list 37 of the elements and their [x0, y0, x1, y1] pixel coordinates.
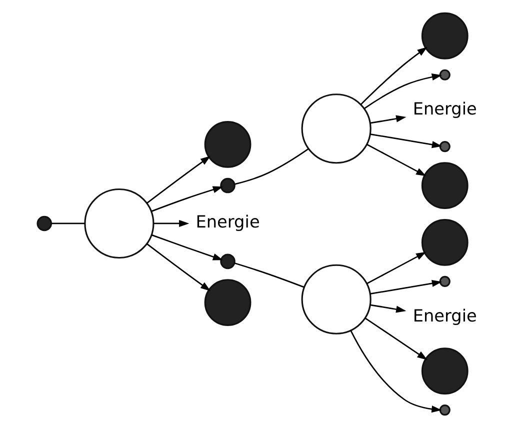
node-text: Energie: [412, 304, 477, 325]
node-circle: [301, 264, 372, 334]
node-circle: [421, 162, 468, 208]
arrow: [370, 279, 442, 294]
node-circle: [421, 347, 468, 394]
arrow: [364, 73, 442, 109]
node-circle: [421, 218, 468, 266]
arrow: [366, 251, 426, 284]
node-circle: [421, 12, 468, 59]
arrow: [360, 46, 428, 105]
connector: [52, 222, 85, 224]
node-circle: [439, 68, 450, 80]
node-circle: [84, 188, 154, 258]
node-circle: [301, 93, 372, 164]
node-circle: [220, 253, 236, 269]
node-text: Energie: [412, 98, 477, 118]
arrow: [146, 242, 211, 291]
arrow: [370, 132, 442, 148]
node-circle: [439, 404, 450, 416]
arrow: [146, 155, 211, 204]
node-circle: [439, 140, 450, 152]
arrow: [151, 234, 224, 260]
node-text: Energie: [196, 210, 260, 231]
connector: [234, 148, 309, 184]
arrow: [366, 143, 426, 176]
node-circle: [204, 278, 252, 326]
arrow: [370, 114, 406, 124]
node-circle: [439, 275, 450, 286]
arrow: [364, 316, 428, 360]
arrow: [350, 330, 442, 412]
arrow: [151, 186, 224, 212]
node-circle: [220, 177, 236, 193]
node-circle: [204, 120, 252, 168]
node-circle: [36, 215, 52, 231]
arrow: [154, 219, 190, 227]
connector: [234, 262, 304, 288]
arrow: [370, 304, 406, 312]
